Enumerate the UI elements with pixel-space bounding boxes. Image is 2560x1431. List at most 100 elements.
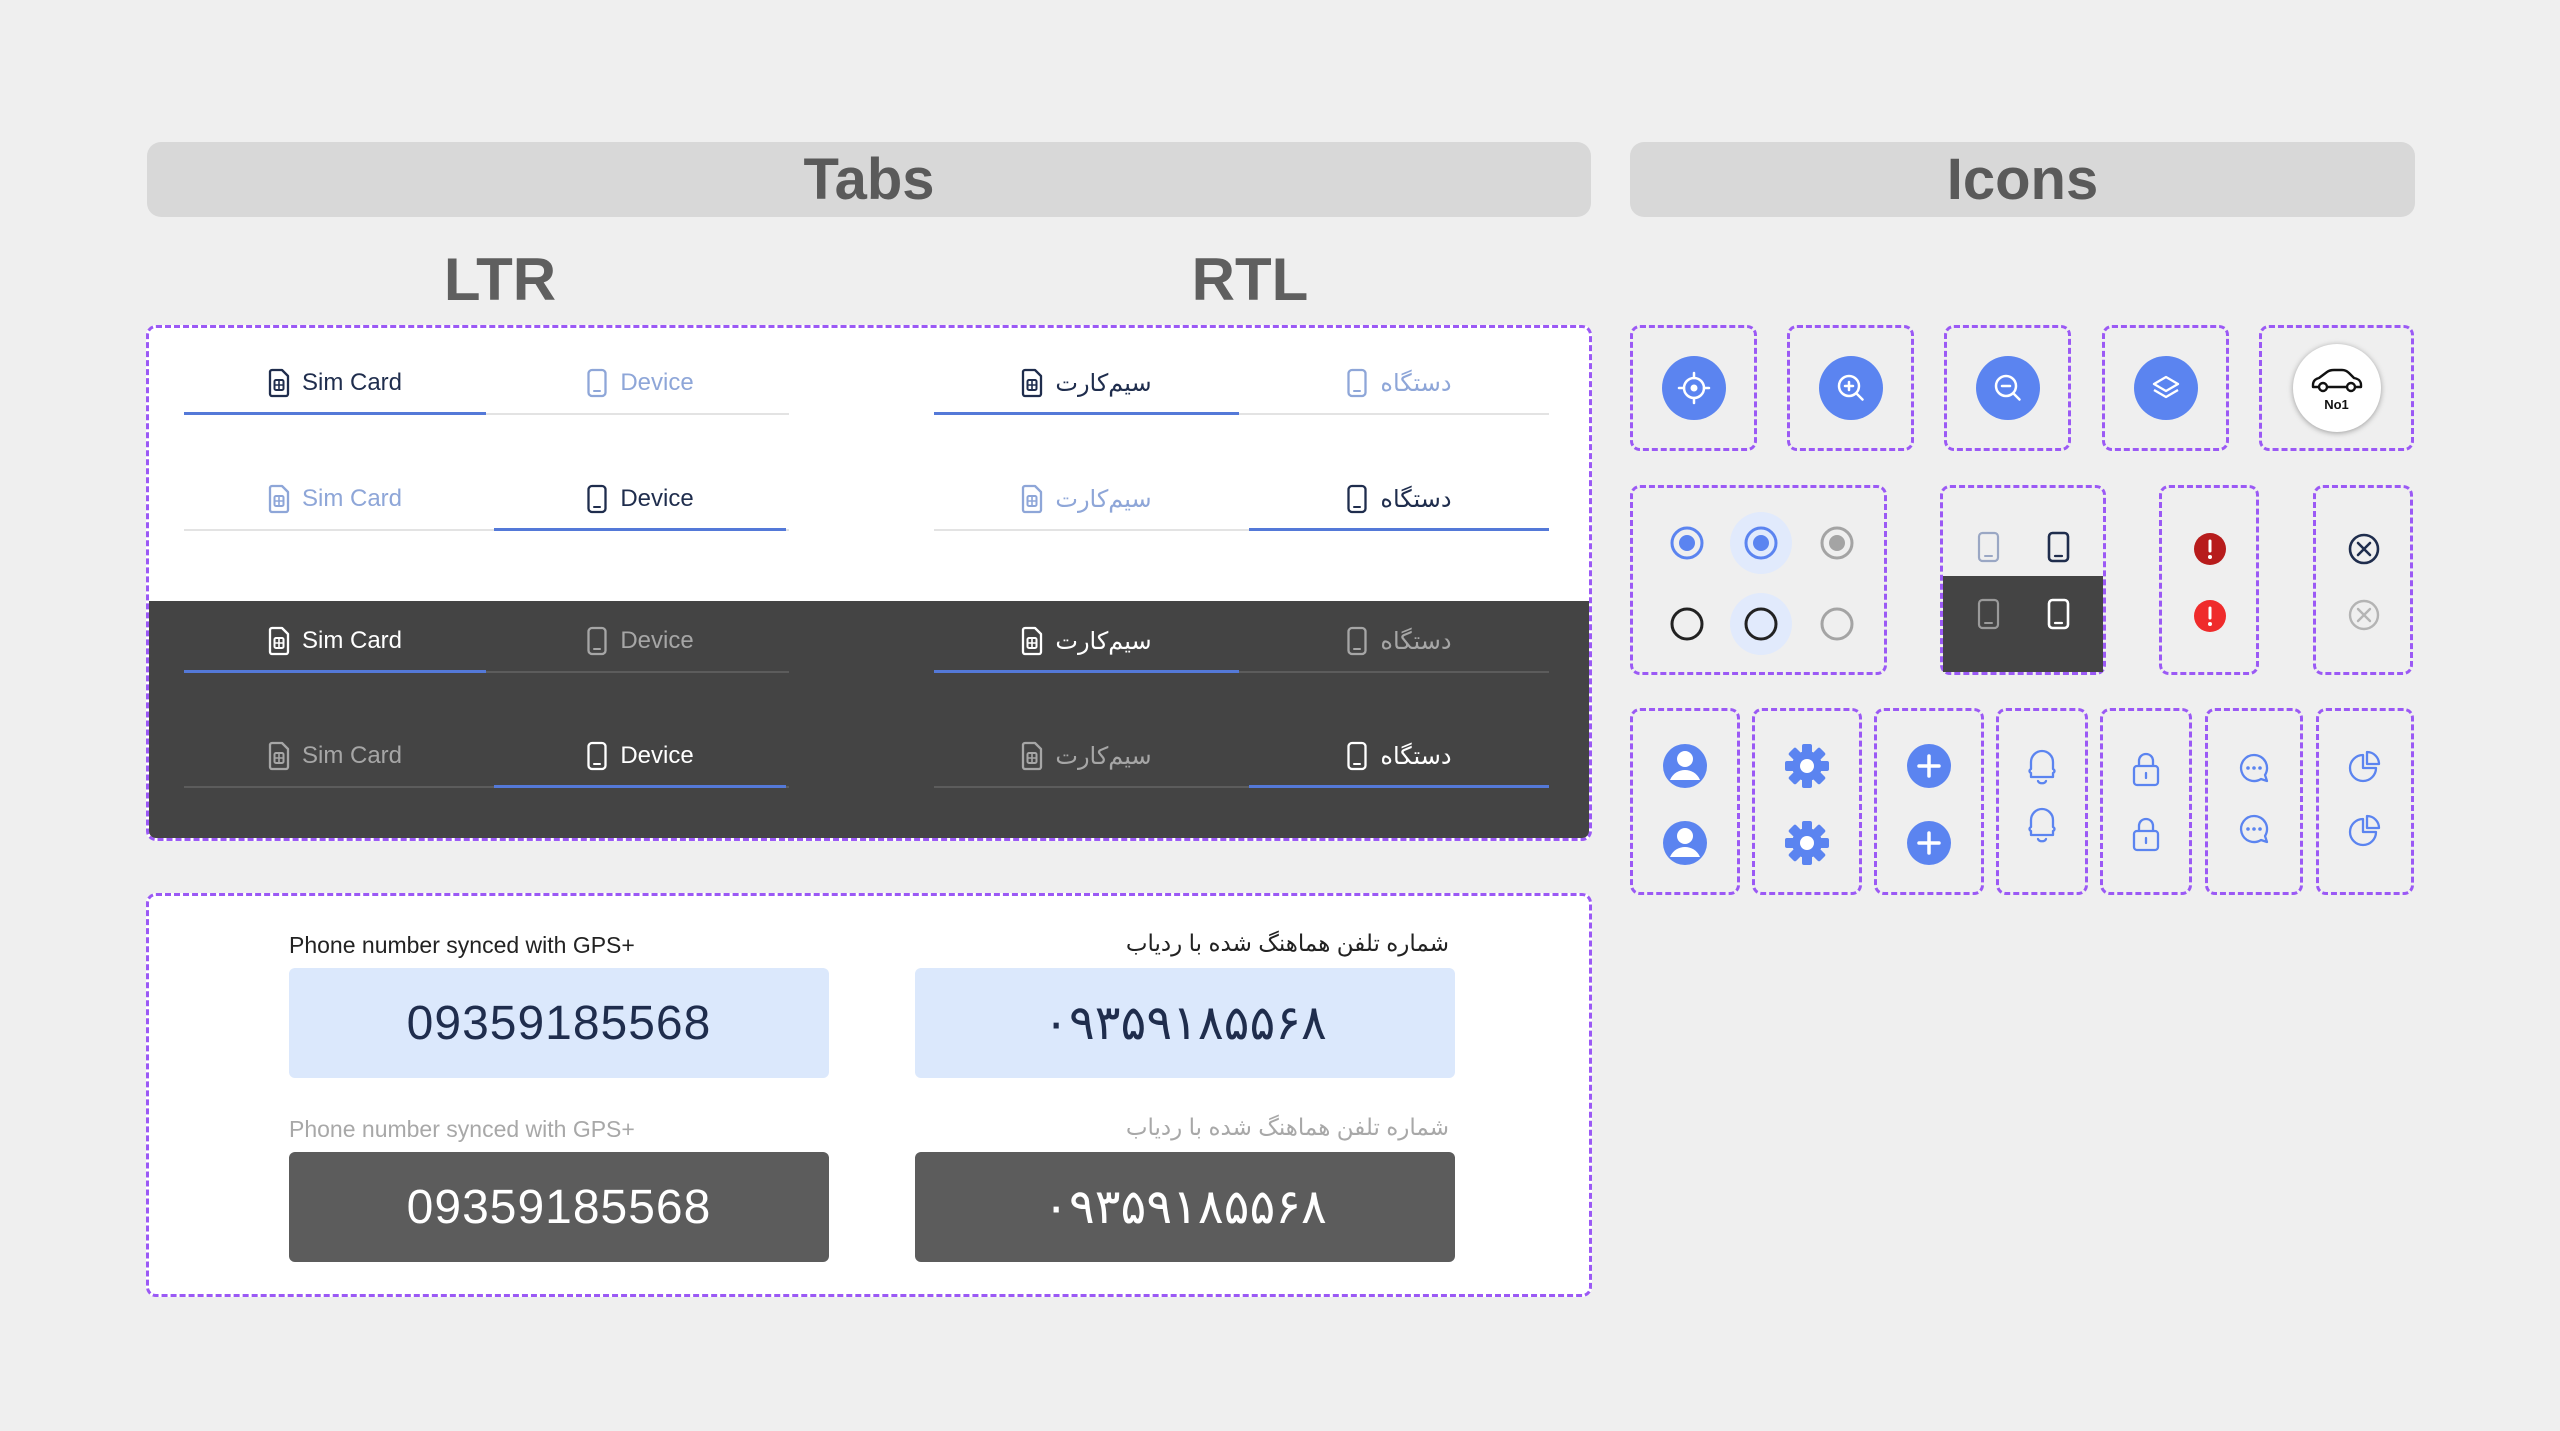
vehicle-icon-box: No1 [2259,325,2414,451]
pie-chart-icon-alt[interactable] [2348,814,2381,847]
radio-unselected-default[interactable] [1670,607,1704,641]
tab-sim-card[interactable]: Sim Card [184,355,486,411]
tab-label: دستگاه [1380,485,1452,513]
report-icons-box [2316,708,2414,895]
tab-track [934,529,1549,531]
gear-icon[interactable] [1785,744,1829,788]
tab-track [934,413,1549,415]
radio-selected-disabled [1820,526,1854,560]
tab-label: دستگاه [1380,627,1452,655]
add-icon-alt[interactable] [1907,821,1951,865]
tab-device[interactable]: Device [494,613,786,669]
device-outline-dark-icon [1977,598,2000,630]
add-icon[interactable] [1907,744,1951,788]
phone-field-rtl-dark[interactable]: ۰۹۳۵۹۱۸۵۵۶۸ [915,1152,1455,1262]
tabs-header-label: Tabs [803,147,935,212]
tab-label: سیم‌کارت [1055,485,1152,513]
add-icons-box [1874,708,1984,895]
gear-icon-alt[interactable] [1785,821,1829,865]
tab-label: Device [620,485,694,512]
vehicle-badge[interactable]: No1 [2292,344,2381,432]
phone-label-rtl: شماره تلفن هماهنگ شده با ردیاب [1125,930,1449,956]
chat-icons-box [2205,708,2303,895]
tab-track [934,786,1549,788]
tab-active-indicator [184,670,486,673]
chat-icon[interactable] [2239,753,2269,783]
notification-icons-box [1996,708,2088,895]
user-icon-alt[interactable] [1663,821,1707,865]
tab-sim-card[interactable]: Sim Card [184,613,486,669]
rtl-heading: RTL [1191,246,1309,313]
lock-icon-alt[interactable] [2132,817,2160,852]
user-icons-box [1630,708,1740,895]
alert-icons-box [2159,485,2259,675]
tab-active-indicator [494,785,786,788]
locate-icon[interactable] [1661,356,1726,420]
tab-sim-card[interactable]: سیم‌کارت [934,613,1239,669]
phone-field-rtl-light[interactable]: ۰۹۳۵۹۱۸۵۵۶۸ [915,968,1455,1078]
device-outline-icon [1977,531,2000,563]
phone-label-ltr-muted: Phone number synced with GPS+ [289,1116,635,1142]
tab-track [184,529,789,531]
tab-label: سیم‌کارت [1055,627,1152,655]
device-dark-band [1943,576,2103,672]
tab-device[interactable]: دستگاه [1249,728,1549,784]
zoom-in-icon-box [1787,325,1914,451]
bell-icon-alt[interactable] [2028,807,2056,843]
tab-device[interactable]: دستگاه [1249,471,1549,527]
radio-states-box [1630,485,1887,675]
tab-track [184,786,789,788]
vehicle-badge-label: No1 [2324,396,2349,412]
user-icon[interactable] [1663,744,1707,788]
tab-track [184,413,789,415]
tab-sim-card[interactable]: سیم‌کارت [934,471,1239,527]
close-circle-disabled-icon [2348,599,2380,631]
radio-selected-default[interactable] [1670,526,1704,560]
tab-device[interactable]: دستگاه [1249,355,1549,411]
zoom-out-icon-box [1944,325,2071,451]
radio-selected-hover[interactable] [1730,512,1792,574]
zoom-out-icon[interactable] [1975,356,2040,420]
tab-active-indicator [494,528,786,531]
tab-label: دستگاه [1380,742,1452,770]
tabs-header: Tabs [147,142,1591,217]
tab-label: Sim Card [301,369,403,396]
tab-label: Device [620,627,694,654]
tab-label: Device [620,742,694,769]
layers-icon-box [2102,325,2229,451]
tab-sim-card[interactable]: Sim Card [184,471,486,527]
tab-device[interactable]: دستگاه [1249,613,1549,669]
tab-sim-card[interactable]: سیم‌کارت [934,728,1239,784]
tab-active-indicator [1249,785,1549,788]
tab-label: Device [620,369,694,396]
tab-sim-card[interactable]: سیم‌کارت [934,355,1239,411]
phone-field-ltr-dark[interactable]: 09359185568 [289,1152,829,1262]
settings-icons-box [1752,708,1862,895]
tab-active-indicator [184,412,486,415]
tab-track [184,671,789,673]
tab-sim-card[interactable]: Sim Card [184,728,486,784]
zoom-in-icon[interactable] [1818,356,1883,420]
phone-field-ltr-light[interactable]: 09359185568 [289,968,829,1078]
phone-label-ltr: Phone number synced with GPS+ [289,932,635,958]
tab-device[interactable]: Device [494,728,786,784]
tab-label: Sim Card [301,485,403,512]
bell-icon[interactable] [2028,749,2056,785]
tab-active-indicator [1249,528,1549,531]
pie-chart-icon[interactable] [2348,750,2381,783]
tab-active-indicator [934,412,1239,415]
chat-icon-alt[interactable] [2239,814,2269,844]
tab-label: سیم‌کارت [1055,369,1152,397]
close-circle-icon[interactable] [2348,533,2380,565]
ltr-heading: LTR [443,246,557,313]
device-solid-icon [2047,531,2070,563]
lock-icon[interactable] [2132,752,2160,787]
tab-device[interactable]: Device [494,471,786,527]
alert-icon [2194,600,2226,632]
tab-label: Sim Card [301,742,403,769]
tab-device[interactable]: Device [494,355,786,411]
layers-icon[interactable] [2133,356,2198,420]
alert-dark-icon [2194,533,2226,565]
radio-unselected-hover[interactable] [1730,593,1792,655]
device-states-box [1940,485,2106,675]
